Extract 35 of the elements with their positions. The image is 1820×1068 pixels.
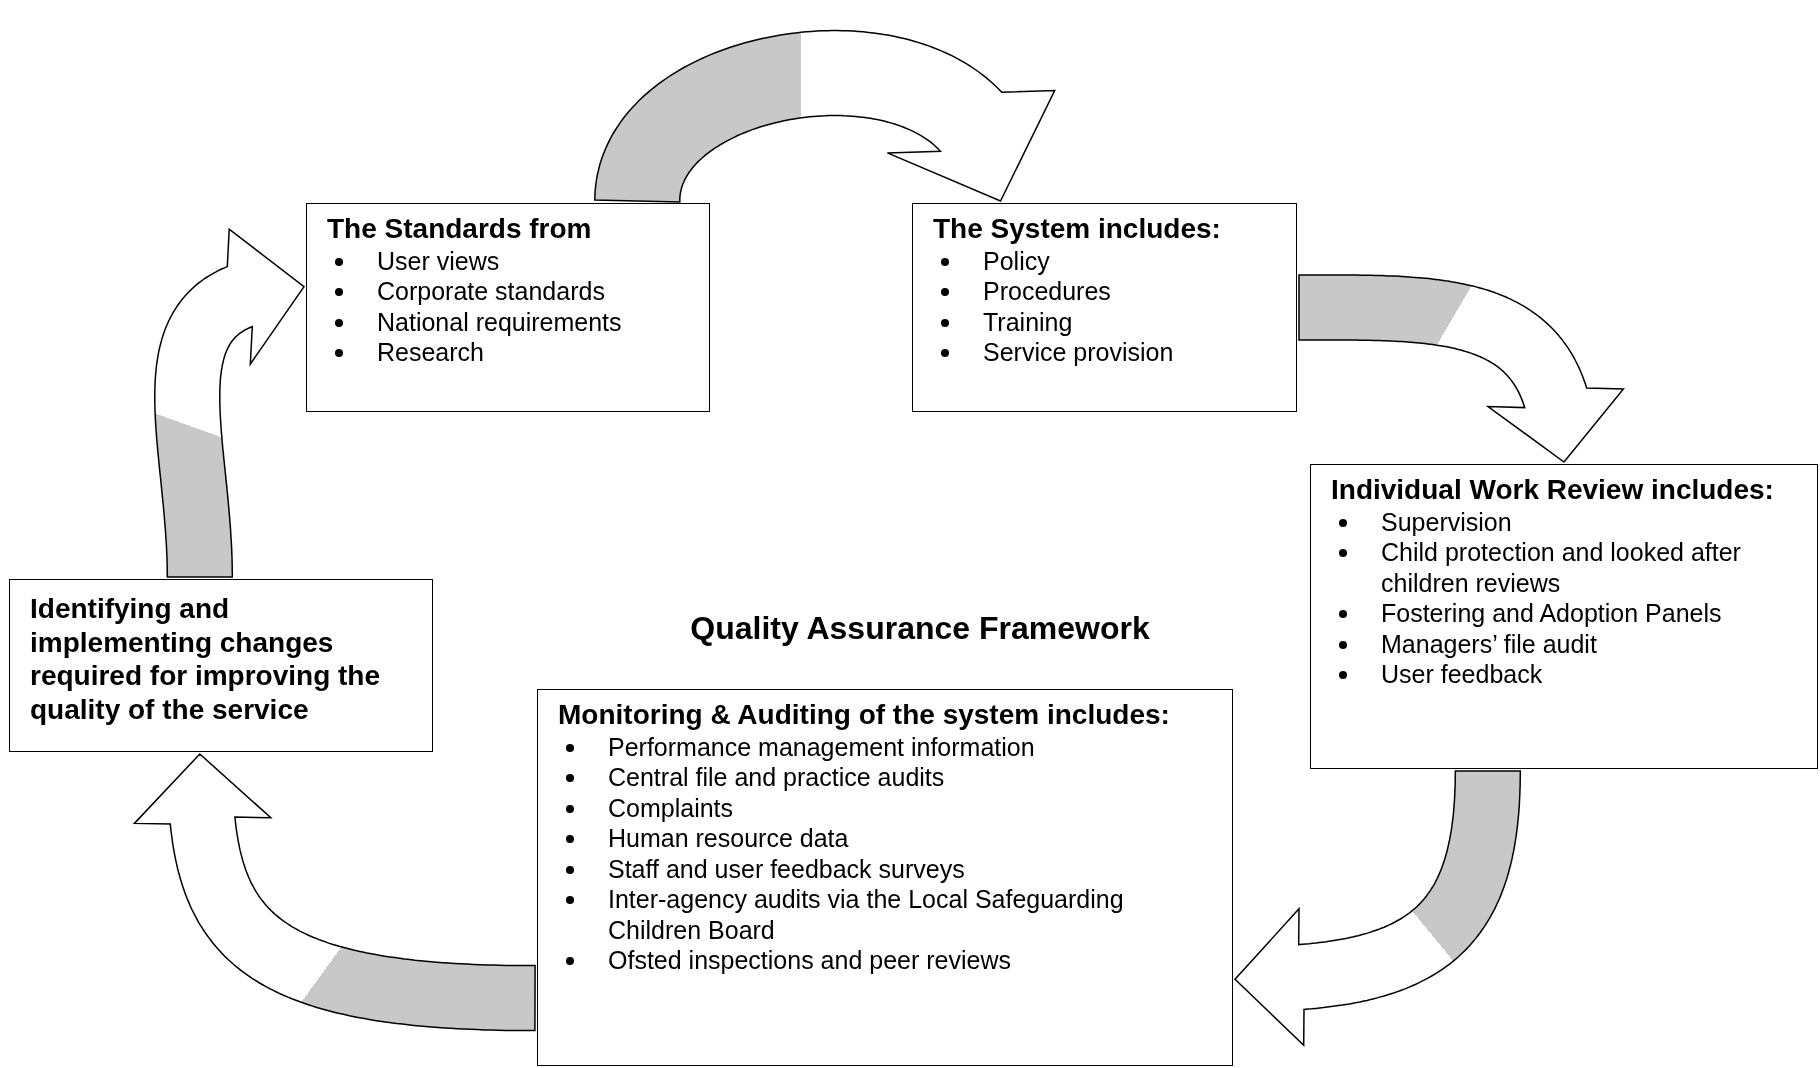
text-box <box>306 203 710 412</box>
bullet-item: Inter-agency audits via the Local Safeguarding Children Board <box>608 884 1125 946</box>
curved-block-arrow <box>154 227 306 578</box>
bullet-item: Ofsted inspections and peer reviews <box>608 945 1011 976</box>
bullet-item: Fostering and Adoption Panels <box>1381 598 1722 629</box>
text-box <box>9 579 433 752</box>
bullet-item: User feedback <box>1381 659 1543 690</box>
bullet-item: Procedures <box>983 276 1111 307</box>
bullet-item: Central file and practice audits <box>608 762 945 793</box>
box-heading: Identifying and implementing changes required for improving the quality of the service <box>30 592 382 727</box>
bullet-item: User views <box>377 245 500 277</box>
bullet-item: Training <box>983 306 1073 338</box>
bullet-item: National requirements <box>377 306 622 338</box>
text-box <box>537 689 1233 1066</box>
curved-block-arrow <box>594 29 1056 203</box>
box-heading: Monitoring & Auditing of the system includes: <box>558 698 1171 732</box>
curved-block-arrow <box>1233 770 1522 1047</box>
bullet-item: Corporate standards <box>377 276 605 307</box>
bullet-item: Complaints <box>608 792 734 824</box>
box-heading: The System includes: <box>933 212 1222 246</box>
diagram-title: Quality Assurance Framework <box>689 609 1151 648</box>
bullet-item: Staff and user feedback surveys <box>608 853 965 885</box>
bullet-item: Research <box>377 337 484 368</box>
bullet-item: Service provision <box>983 337 1174 368</box>
text-box <box>1310 464 1818 769</box>
text-box <box>912 203 1297 412</box>
bullet-item: Managers’ file audit <box>1381 628 1597 660</box>
box-heading: Individual Work Review includes: <box>1331 473 1775 507</box>
bullet-item: Human resource data <box>608 823 849 854</box>
box-heading: The Standards from <box>327 212 593 246</box>
bullet-item: Child protection and looked after children reviews <box>1381 537 1742 599</box>
bullet-item: Policy <box>983 245 1050 277</box>
bullet-item: Performance management information <box>608 731 1035 763</box>
bullet-item: Supervision <box>1381 506 1512 538</box>
curved-block-arrow <box>1298 274 1625 464</box>
